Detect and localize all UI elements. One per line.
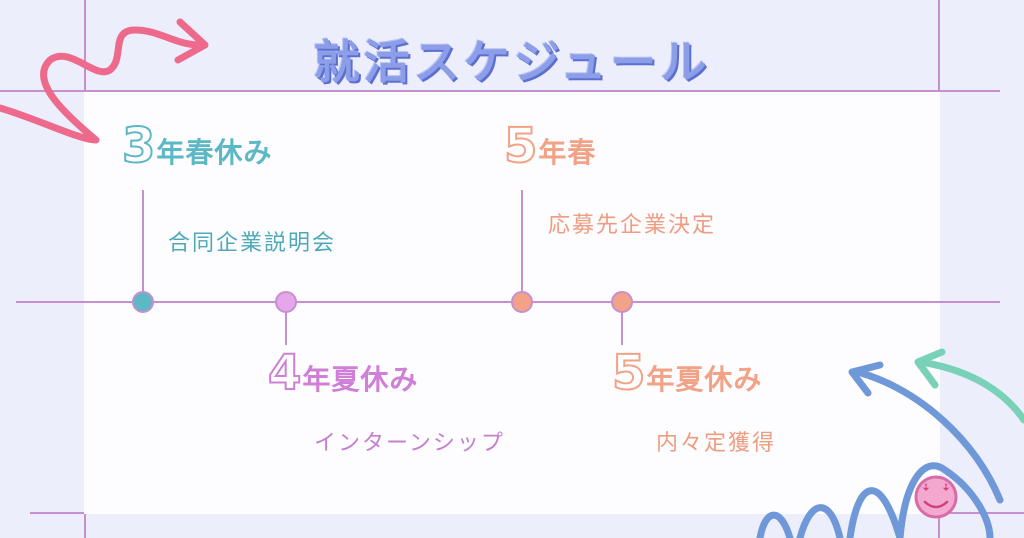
- milestone-2-number: 4: [267, 344, 303, 402]
- milestone-marker-3: [511, 291, 533, 313]
- milestone-2-term: 年夏休み: [302, 363, 419, 396]
- milestone-4-label: 5年夏休み: [611, 344, 763, 402]
- milestone-3-term: 年春: [538, 136, 597, 169]
- milestone-2-label: 4年夏休み: [267, 344, 419, 402]
- milestone-1-label: 3年春休み: [121, 117, 273, 175]
- green-arrow-icon: [914, 348, 1024, 424]
- milestone-4-number: 5: [611, 344, 647, 402]
- smiley-heart-eyes-icon: [914, 475, 958, 519]
- milestone-marker-2: [275, 291, 297, 313]
- milestone-1-event: 合同企業説明会: [168, 231, 337, 256]
- milestone-4-term: 年夏休み: [646, 363, 763, 396]
- grid-line-horizontal-top: [0, 90, 1000, 92]
- milestone-3-number: 5: [503, 117, 539, 175]
- blue-squiggle-arrow-icon: [756, 361, 1004, 538]
- pink-squiggle-arrow-icon: [0, 18, 209, 144]
- milestone-1-number: 3: [121, 117, 157, 175]
- milestone-2-event: インターンシップ: [314, 431, 505, 456]
- milestone-1-term: 年春休み: [156, 136, 273, 169]
- page-title: 就活スケジュール: [313, 35, 711, 89]
- milestone-3-label: 5年春: [503, 117, 597, 175]
- milestone-3-event: 応募先企業決定: [548, 213, 717, 238]
- milestone-4-event: 内々定獲得: [656, 431, 777, 456]
- milestone-marker-4: [611, 291, 633, 313]
- milestone-marker-1: [132, 291, 154, 313]
